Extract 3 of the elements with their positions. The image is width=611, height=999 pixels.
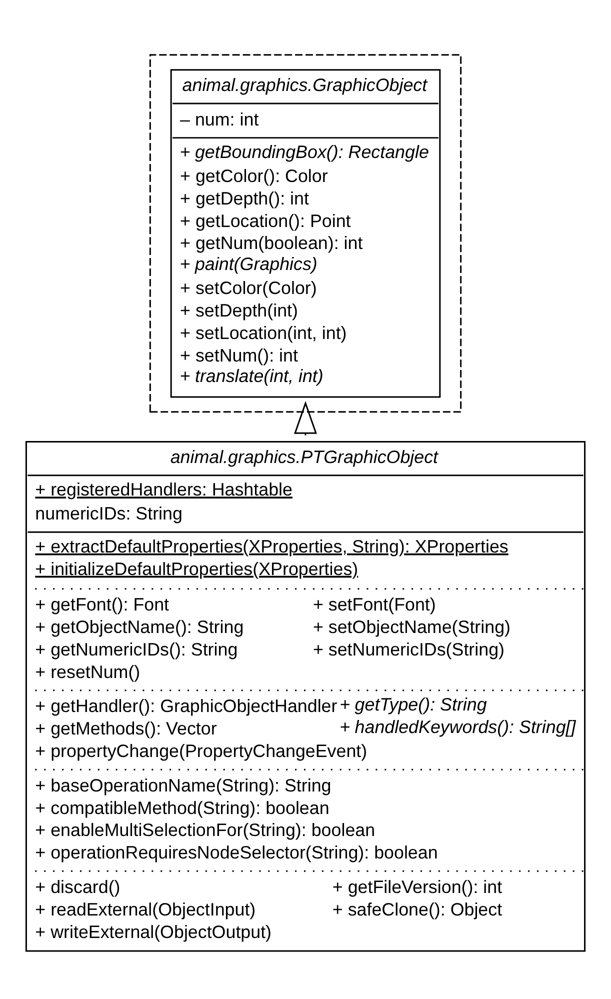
cluster [149, 54, 462, 412]
node-box: animal.graphics.PTGraphicObject + registeredHandlers: Hashtable numericIDs: String + extractDefaultProperties(XProperties, String): XProperties + initializeDefaultProperties(XProperties) + getFont(): Font + setFont(Font) + getObjectName(): String + setObjectName(String) + getNumericIDs(): String + setNumericIDs(String) + resetNum() + getHandler(): GraphicObjectHandler+ getType(): String + getMethods(): Vector + handledKeywords(): String[] + propertyChange(PropertyChangeEvent) + baseOperationName(String): String + compatibleMethod(String): boolean + enableMultiSelectionFor(String): boolean + operationRequiresNodeSelector(String): boolean + discard() + getFileVersion(): int + readExternal(ObjectInput) + safeClone(): Object + writeExternal(ObjectOutput) [25, 440, 586, 952]
node-box: animal.graphics.GraphicObject – num: int + getBoundingBox(): Rectangle + getColor(): Color + getDepth(): int + getLocation(): Point + getNum(boolean): int + paint(Graphics) + setColor(Color) + setDepth(int) + setLocation(int, int) + setNum(): int + translate(int, int) [170, 68, 441, 398]
